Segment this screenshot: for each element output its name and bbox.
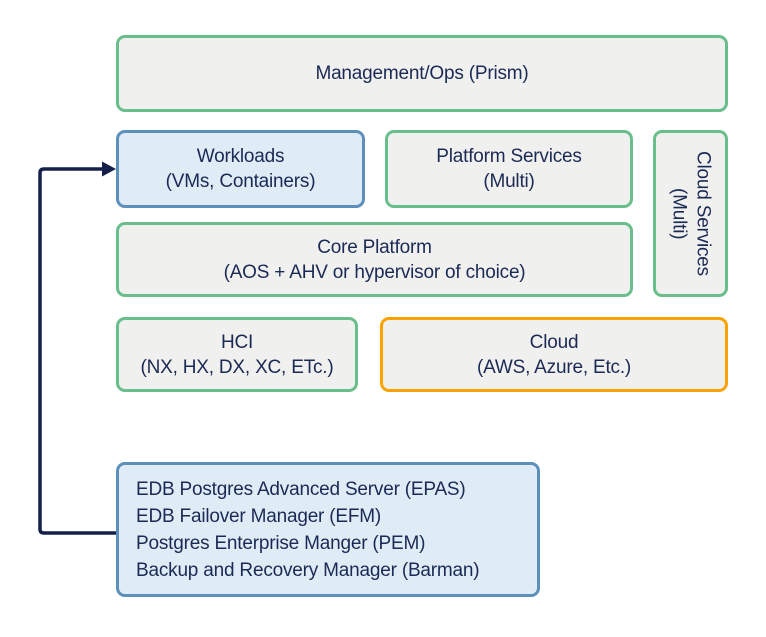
box-cloud-line2: (AWS, Azure, Etc.) [476, 356, 632, 378]
box-cloud-line1: Cloud [529, 331, 579, 353]
box-edb-stack: EDB Postgres Advanced Server (EPAS) EDB … [116, 462, 540, 597]
box-platform-services: Platform Services (Multi) [385, 130, 633, 208]
box-management-ops-label: Management/Ops (Prism) [315, 63, 529, 84]
box-cloud-services-line1: Cloud Services [692, 151, 714, 276]
box-cloud-services-line2: (Multi) [668, 187, 690, 240]
box-core-platform-line1: Core Platform [317, 236, 432, 258]
box-platform-services-line2: (Multi) [483, 171, 535, 192]
box-hci: HCI (NX, HX, DX, XC, ETc.) [116, 317, 358, 392]
box-workloads: Workloads (VMs, Containers) [116, 130, 365, 208]
arrowhead-icon [102, 161, 116, 177]
edb-stack-line: Postgres Enterprise Manger (PEM) [136, 532, 426, 554]
edb-stack-line: EDB Failover Manager (EFM) [136, 505, 382, 527]
box-hci-line1: HCI [220, 331, 254, 353]
edb-stack-line: Backup and Recovery Manager (Barman) [136, 559, 480, 581]
box-management-ops: Management/Ops (Prism) [116, 35, 728, 112]
box-core-platform: Core Platform (AOS + AHV or hypervisor o… [116, 222, 633, 297]
edb-stack-line: EDB Postgres Advanced Server (EPAS) [136, 478, 466, 500]
box-cloud-services-text: Cloud Services (Multi) [667, 151, 715, 276]
box-cloud: Cloud (AWS, Azure, Etc.) [380, 317, 728, 392]
box-hci-line2: (NX, HX, DX, XC, ETc.) [140, 356, 334, 378]
box-core-platform-line2: (AOS + AHV or hypervisor of choice) [223, 261, 526, 283]
box-workloads-line1: Workloads [196, 146, 285, 167]
box-workloads-line2: (VMs, Containers) [165, 171, 316, 192]
box-cloud-services: Cloud Services (Multi) [653, 130, 728, 297]
box-platform-services-line1: Platform Services [436, 146, 582, 167]
